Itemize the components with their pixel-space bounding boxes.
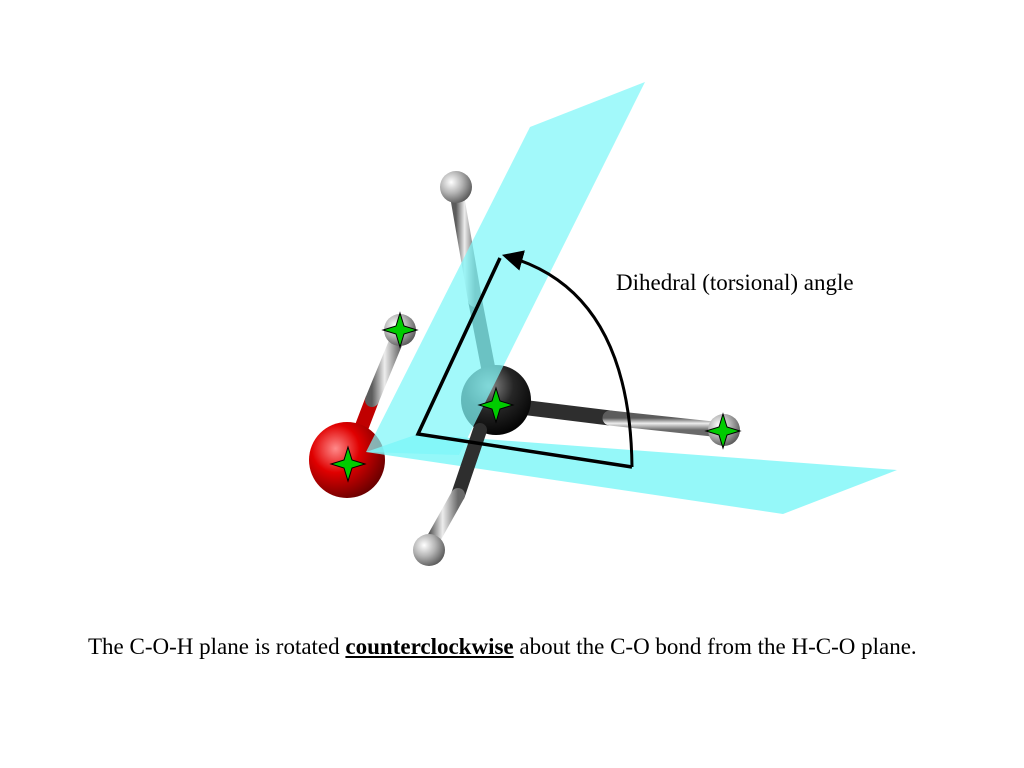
angle-lines xyxy=(415,257,633,469)
marker-star-hydroxyl-hydrogen xyxy=(381,311,419,349)
atom-marker-stars xyxy=(329,311,742,483)
caption: The C-O-H plane is rotated counterclockw… xyxy=(88,630,948,664)
hcoplane xyxy=(366,434,897,514)
dihedral-angle-construction xyxy=(415,250,634,469)
marker-star-right-hydrogen xyxy=(704,412,742,450)
caption-text-start: The C-O-H plane is rotated xyxy=(88,634,346,659)
marker-star-carbon xyxy=(477,386,515,424)
hydrogen-atom-top xyxy=(440,171,472,203)
marker-star-oxygen xyxy=(329,445,367,483)
dihedral-angle-label: Dihedral (torsional) angle xyxy=(616,270,854,295)
caption-text-end: about the C-O bond from the H-C-O plane. xyxy=(513,634,917,659)
hydrogen-atom-bottom xyxy=(413,534,445,566)
angle-arc-arrow xyxy=(501,250,634,468)
caption-emphasis: counterclockwise xyxy=(345,634,514,659)
